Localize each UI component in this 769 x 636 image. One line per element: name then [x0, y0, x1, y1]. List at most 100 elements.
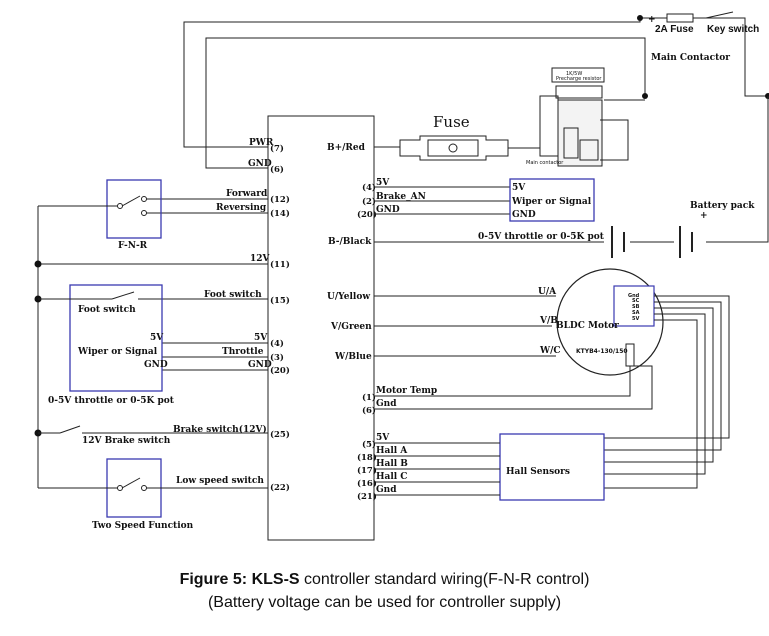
pin-name: Brake_AN: [376, 192, 426, 202]
temp-wires: [374, 365, 653, 410]
switch-contact: [141, 485, 147, 491]
throttle-right-label: 0-5V throttle or 0-5K pot: [478, 232, 605, 242]
pin-name: 5V: [376, 433, 390, 443]
caption-line1-text: controller standard wiring(F-N-R control…: [299, 571, 590, 588]
phase-v-label: V/Green: [330, 322, 372, 332]
battery-label: Battery pack: [690, 201, 755, 211]
junction-dot: [34, 260, 42, 268]
pin-num: (12): [270, 194, 290, 205]
pin-name: Hall A: [376, 446, 408, 456]
hall-sensors-box: [499, 433, 605, 501]
pin-name: Gnd: [376, 485, 397, 495]
switch-lever: [121, 195, 141, 207]
fnr-label: F-N-R: [118, 241, 148, 251]
pin-num: (5): [362, 439, 376, 450]
motor-w: W/C: [539, 346, 561, 356]
wiper-box-right: [509, 178, 595, 222]
pin-name: Throttle: [222, 347, 264, 357]
two-speed-label: Two Speed Function: [92, 521, 194, 531]
main-contactor-label: Main Contactor: [651, 53, 730, 63]
motor-conn-pin: 5V: [632, 316, 639, 322]
contactor-terminals: [555, 85, 603, 99]
fuse-2a-symbol: [666, 13, 694, 23]
pin-num: (4): [362, 182, 376, 193]
pin-num: (7): [270, 143, 284, 154]
figure-caption: Figure 5: KLS-S controller standard wiri…: [0, 568, 769, 614]
controller-box: [267, 115, 375, 541]
pin-name: GND: [376, 205, 400, 215]
phase-u-label: U/Yellow: [327, 292, 370, 302]
pin-num: (11): [270, 259, 290, 270]
precharge-resistor: [551, 67, 605, 83]
pin-name: GND: [248, 159, 272, 169]
motor-conn-pin: Gnd: [628, 293, 640, 299]
switch-contact: [117, 203, 123, 209]
pin-num: (2): [362, 196, 376, 207]
pin-name: Forward: [226, 189, 268, 199]
pin-name: Hall C: [376, 472, 407, 482]
resistor-label: 1K/5W: [566, 71, 582, 77]
motor-conn-pin: SB: [632, 304, 640, 310]
throttle-left-label: 0-5V throttle or 0-5K pot: [48, 396, 175, 406]
pin-num: (4): [270, 338, 284, 349]
wiper-right-5v: 5V: [512, 183, 526, 193]
pin-name: 5V: [376, 178, 390, 188]
pin-num: (20): [270, 365, 290, 376]
pin-num: (16): [357, 478, 377, 489]
hall-sensors-label: Hall Sensors: [506, 467, 570, 477]
junction-dot: [642, 93, 648, 99]
pin-name: PWR: [249, 138, 274, 148]
brake-wires: [374, 186, 510, 215]
motor-model: KTYB4-130/150: [576, 348, 628, 355]
pin-num: (6): [362, 405, 376, 416]
pin-name: Hall B: [376, 459, 408, 469]
wiper-left-5v: 5V: [150, 333, 164, 343]
throttle-wires: [162, 342, 268, 371]
caption-line-2: (Battery voltage can be used for control…: [207, 594, 562, 611]
pin-num: (25): [270, 429, 290, 440]
resistor-sub: Precharge resistor: [556, 76, 602, 82]
phase-w-label: W/Blue: [334, 352, 372, 362]
pin-name: Reversing: [216, 203, 267, 213]
pin-name: Brake switch(12V): [173, 424, 267, 435]
motor-conn-pin: SA: [632, 310, 640, 316]
switch-lever: [121, 477, 141, 489]
pin-name: 12V: [250, 254, 271, 264]
contactor-coil: [563, 127, 579, 159]
motor-hall-connector: [613, 285, 655, 327]
pin-name: Foot switch: [204, 290, 262, 300]
contactor-coil-b: [579, 139, 599, 161]
fnr-wires: [146, 198, 268, 214]
pin-name: 5V: [254, 333, 268, 343]
motor-name: BLDC Motor: [556, 321, 619, 331]
gnd-contactor-wire: [205, 37, 646, 169]
motor-u: U/A: [538, 287, 557, 297]
battery-plus: +: [700, 211, 708, 221]
hall-motor-wires: [604, 295, 730, 489]
pin-name: Gnd: [376, 399, 397, 409]
key-switch-label: Key switch: [707, 24, 759, 35]
bminus-label: B-/Black: [328, 237, 372, 247]
pin-num: (20): [357, 209, 377, 220]
pin-name: Motor Temp: [376, 386, 437, 396]
pin-num: (1): [362, 392, 376, 403]
caption-prefix: Figure 5:: [179, 571, 252, 588]
wiper-left-signal: Wiper or Signal: [77, 347, 158, 357]
pin-num: (14): [270, 208, 290, 219]
caption-model: KLS-S: [251, 571, 300, 588]
contactor-bracket: [539, 95, 559, 157]
wiper-right-gnd: GND: [512, 210, 536, 220]
motor-conn-pin: SC: [632, 298, 640, 304]
wiring-diagram: 2A Fuse Key switch Main Contactor + 1K/5…: [34, 11, 769, 541]
pin-num: (3): [270, 352, 284, 363]
pin-num: (18): [357, 452, 377, 463]
brake-switch-label: 12V Brake switch: [82, 436, 171, 446]
switch-contact: [117, 485, 123, 491]
pin-num: (22): [270, 482, 290, 493]
pin-num: (17): [357, 465, 377, 476]
wiper-right-signal: Wiper or Signal: [511, 197, 592, 207]
switch-lever: [111, 291, 135, 300]
switch-lever: [59, 425, 81, 434]
caption-line-1: Figure 5: KLS-S controller standard wiri…: [0, 568, 769, 591]
fnr-switch-box: [106, 179, 162, 239]
